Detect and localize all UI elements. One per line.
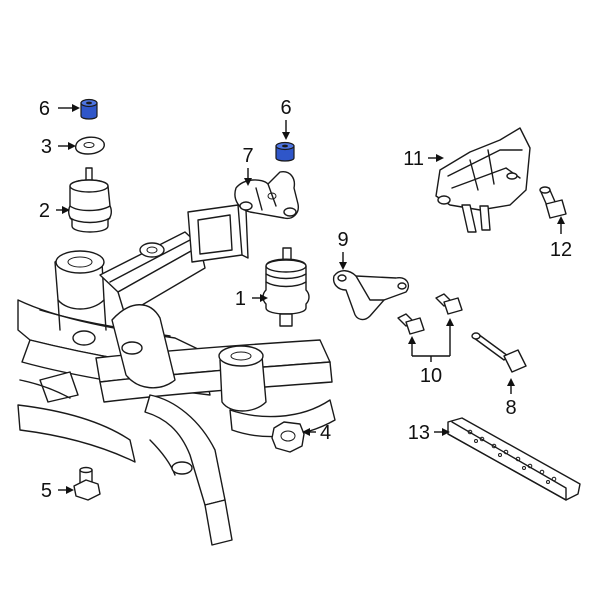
- callout-label-13: 13: [408, 422, 430, 444]
- callout-label-12: 12: [550, 239, 572, 261]
- callout-label-7: 7: [242, 145, 253, 167]
- callout-label-2: 2: [39, 200, 50, 222]
- callout-arrows: [56, 104, 565, 494]
- part-11-mount-bracket: [435, 127, 531, 233]
- part-2-engine-mount: [67, 167, 113, 233]
- part-7-bracket: [234, 171, 299, 220]
- callout-label-9: 9: [337, 229, 348, 251]
- callout-label-6-lower: 6: [280, 97, 291, 119]
- part-8-long-bolt: [471, 332, 527, 373]
- callout-label-8: 8: [505, 397, 516, 419]
- part-9-bracket: [332, 270, 410, 321]
- callout-labels: 6 3 2 6 7 1 11 12 9 10 8 4 13 5: [39, 97, 572, 502]
- part-5-bolt: [73, 466, 101, 501]
- part-6-nut-upper: [80, 98, 98, 120]
- callout-label-4: 4: [320, 422, 331, 444]
- callout-label-6-upper: 6: [39, 98, 50, 120]
- part-12-bolt: [539, 186, 567, 219]
- part-10-bolts: [397, 293, 463, 335]
- part-4-nut: [271, 421, 305, 453]
- subframe: [17, 204, 336, 546]
- callout-label-5: 5: [41, 480, 52, 502]
- callout-label-11: 11: [403, 148, 424, 170]
- part-6-nut-lower: [275, 141, 295, 162]
- callout-label-1: 1: [235, 288, 246, 310]
- part-1-engine-mount: [262, 247, 310, 327]
- part-3-washer: [74, 136, 105, 155]
- part-13-rail: [447, 417, 581, 501]
- callout-label-10: 10: [420, 365, 442, 387]
- callout-label-3: 3: [41, 136, 52, 158]
